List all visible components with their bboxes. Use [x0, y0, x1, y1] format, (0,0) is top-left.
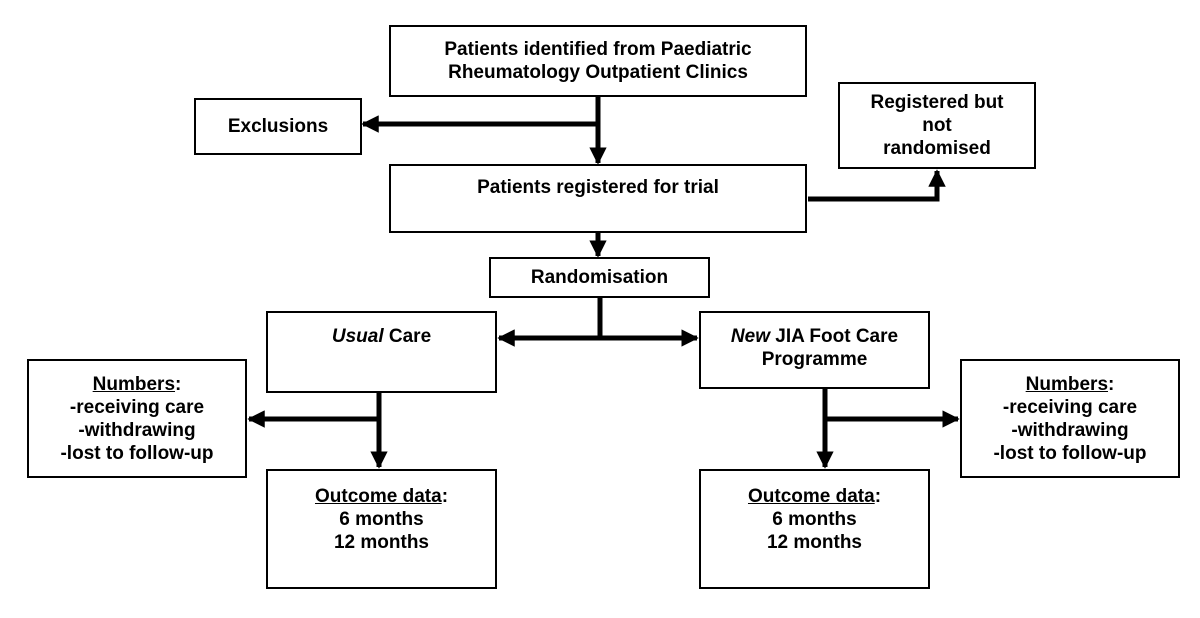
new-care-line-2: Programme: [761, 349, 868, 370]
box-randomisation: Randomisation: [489, 257, 710, 298]
outcome-right-title: Outcome data:: [748, 485, 881, 508]
box-patients-identified: Patients identified from Paediatric Rheu…: [389, 25, 807, 97]
outcome-right-title-text: Outcome data: [747, 486, 875, 507]
registered-label: Patients registered for trial: [477, 177, 719, 198]
box-usual-care: Usual Care: [266, 311, 497, 393]
connector-to-not-randomised: [808, 169, 946, 202]
not-randomised-line-1: Registered but: [870, 92, 1004, 113]
numbers-right-item: -receiving care: [1002, 396, 1138, 418]
numbers-left-title-text: Numbers: [92, 373, 176, 395]
identified-line-2: Rheumatology Outpatient Clinics: [448, 62, 748, 83]
outcome-right-colon: :: [874, 486, 882, 507]
box-outcome-left: Outcome data: 6 months 12 months: [266, 469, 497, 589]
randomisation-label: Randomisation: [530, 267, 669, 288]
outcome-left-item: 6 months: [339, 509, 424, 530]
exclusions-label: Exclusions: [227, 116, 329, 137]
numbers-right-colon: :: [1108, 373, 1115, 395]
box-new-care: New JIA Foot Care Programme: [699, 311, 930, 389]
numbers-left-item: -receiving care: [69, 396, 205, 418]
outcome-left-title: Outcome data:: [315, 485, 448, 508]
usual-care-rest: Care: [383, 326, 432, 347]
box-registered-not-randomised: Registered but not randomised: [838, 82, 1036, 169]
not-randomised-line-2: not: [922, 115, 952, 136]
box-numbers-left: Numbers: -receiving care -withdrawing -l…: [27, 359, 247, 478]
numbers-left-item: -withdrawing: [78, 419, 196, 441]
numbers-left-item: -lost to follow-up: [60, 442, 214, 464]
box-outcome-right: Outcome data: 6 months 12 months: [699, 469, 930, 589]
numbers-right-title: Numbers:: [1026, 373, 1115, 396]
outcome-left-title-text: Outcome data: [314, 486, 442, 507]
numbers-left-title: Numbers:: [93, 373, 182, 396]
numbers-left-colon: :: [175, 373, 182, 395]
new-care-emphasis: New: [730, 326, 770, 347]
new-care-line-1: New JIA Foot Care: [731, 325, 898, 348]
outcome-right-item: 6 months: [772, 509, 857, 530]
usual-care-emphasis: Usual: [331, 326, 384, 347]
outcome-left-colon: :: [441, 486, 449, 507]
box-patients-registered: Patients registered for trial: [389, 164, 807, 233]
numbers-right-title-text: Numbers: [1025, 373, 1109, 395]
numbers-right-item: -withdrawing: [1011, 419, 1129, 441]
numbers-right-item: -lost to follow-up: [993, 442, 1147, 464]
box-exclusions: Exclusions: [194, 98, 362, 155]
new-care-rest: JIA Foot Care: [769, 326, 899, 347]
not-randomised-line-3: randomised: [883, 138, 991, 159]
box-numbers-right: Numbers: -receiving care -withdrawing -l…: [960, 359, 1180, 478]
outcome-right-item: 12 months: [766, 532, 863, 553]
usual-care-label: Usual Care: [332, 325, 431, 348]
identified-line-1: Patients identified from Paediatric: [444, 39, 752, 60]
outcome-left-item: 12 months: [333, 532, 430, 553]
